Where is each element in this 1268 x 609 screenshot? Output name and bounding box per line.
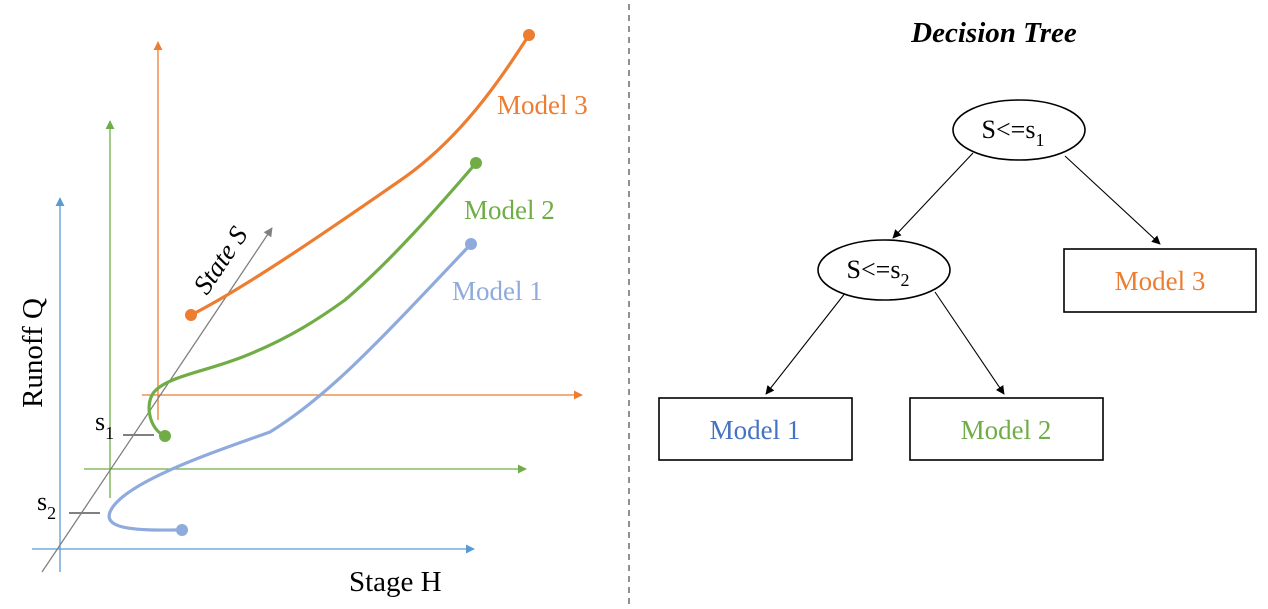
leaf-model1-label: Model 1	[710, 415, 801, 445]
model1-curve-label: Model 1	[452, 276, 543, 306]
model2-curve	[147, 161, 478, 438]
model3-curve-label: Model 3	[497, 90, 588, 120]
s1-label: s1	[95, 407, 114, 443]
model3-curve-end-dot	[523, 29, 535, 41]
leaf-model1	[658, 397, 853, 461]
root-node	[952, 99, 1086, 161]
model3-curve-start-dot	[185, 309, 197, 321]
root-node-label: S<=s1	[982, 115, 1045, 150]
leaf-model3	[1063, 248, 1257, 313]
leaf-model2	[909, 397, 1104, 461]
inner-node-label: S<=s2	[847, 255, 910, 290]
model2-curve-start-dot	[159, 430, 171, 442]
leaf-model2-label: Model 2	[961, 415, 1052, 445]
s2-label: s2	[37, 487, 56, 523]
edge-inner-to-model1	[765, 291, 847, 395]
leaf-model3-label: Model 3	[1115, 266, 1206, 296]
inner-node	[817, 239, 951, 301]
edge-root-to-model3	[1064, 155, 1161, 245]
model2-curve-end-dot	[470, 157, 482, 169]
edge-inner-to-model2	[934, 291, 1005, 395]
model1-curve	[107, 242, 473, 532]
decision-tree-title: Decision Tree	[910, 17, 1077, 49]
state-s-axis-label: State S	[187, 221, 254, 300]
model3-curve	[189, 33, 531, 317]
stage-h-axis-label: Stage H	[349, 566, 442, 598]
model2-curve-label: Model 2	[464, 195, 555, 225]
model1-curve-end-dot	[465, 238, 477, 250]
model1-curve-start-dot	[176, 524, 188, 536]
state-s-axis	[41, 227, 273, 573]
runoff-q-axis-label: Runoff Q	[17, 298, 49, 408]
edge-root-to-inner	[892, 152, 974, 239]
